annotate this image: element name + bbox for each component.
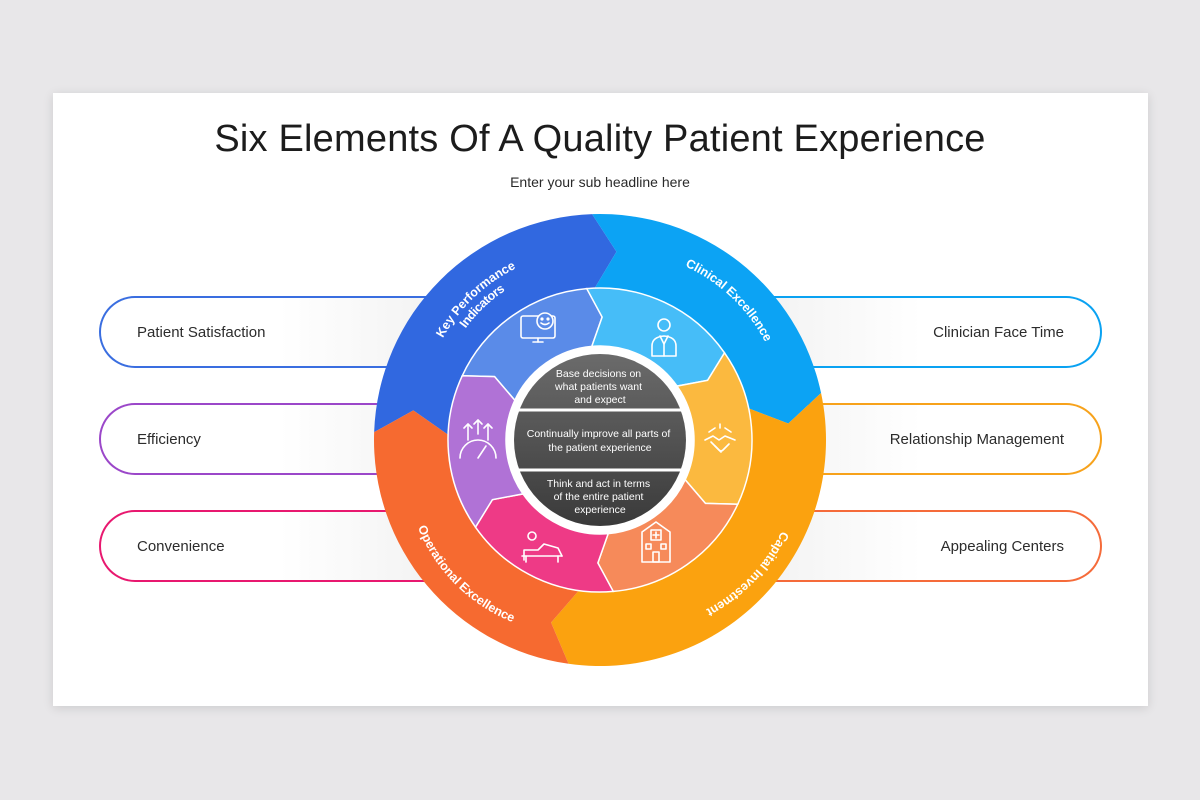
pill-label: Relationship Management	[889, 430, 1064, 448]
pill-label: Clinician Face Time	[933, 323, 1064, 341]
monitor-smiley-icon	[520, 312, 556, 343]
center-text-top: Base decisions on what patients want and…	[554, 368, 645, 406]
center-text-bottom: Think and act in terms of the entire pat…	[547, 478, 653, 516]
pill-label: Appealing Centers	[940, 537, 1064, 555]
segment-key-performance-indicators	[374, 214, 617, 435]
center-text-middle: Continually improve all parts of the pat…	[527, 428, 674, 454]
segment-operational-excellence	[374, 410, 579, 664]
outer-ring	[374, 214, 826, 666]
pill-label: Convenience	[137, 537, 225, 555]
segment-clinical-excellence	[592, 214, 822, 424]
page-title: Six Elements Of A Quality Patient Experi…	[214, 118, 986, 160]
page-subtitle: Enter your sub headline here	[510, 174, 690, 190]
pill-label: Efficiency	[137, 430, 201, 448]
inner-ring	[447, 287, 753, 593]
center-disc	[514, 354, 686, 526]
segment-capital-investment	[551, 393, 826, 666]
hospital-icon	[641, 521, 671, 563]
doctor-icon	[651, 318, 677, 357]
speedometer-arrows-icon	[459, 419, 497, 459]
handshake-icon	[704, 423, 736, 453]
inner-segment-efficiency	[447, 374, 525, 529]
patient-bed-icon	[521, 531, 563, 563]
pill-label: Patient Satisfaction	[137, 323, 266, 341]
